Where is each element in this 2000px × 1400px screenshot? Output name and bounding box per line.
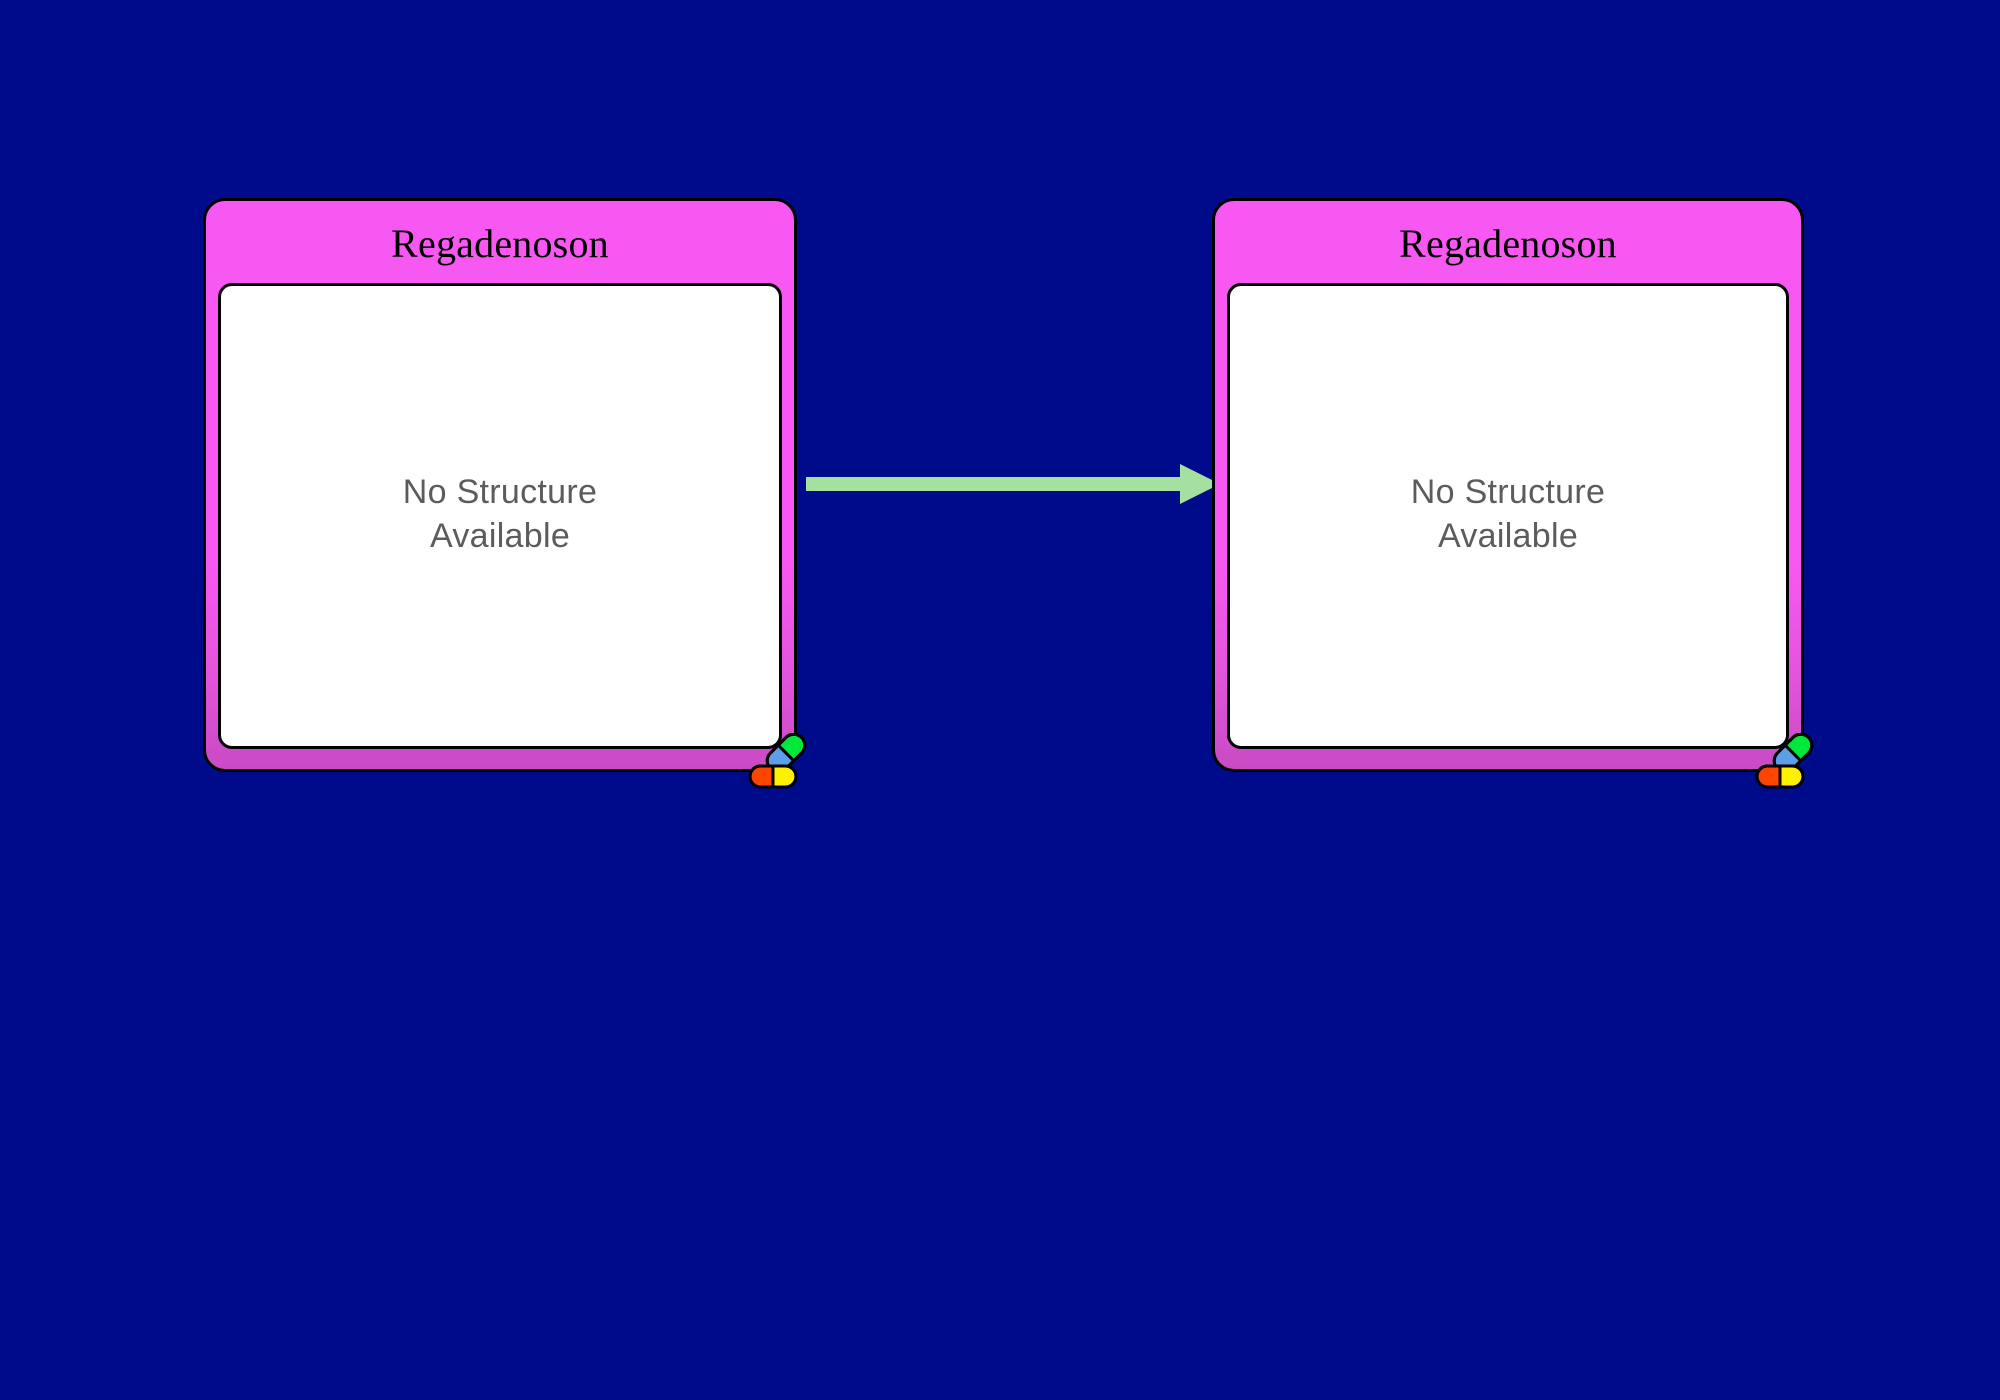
placeholder-line-2: Available — [429, 517, 571, 556]
compound-card-1[interactable]: Regadenoson No Structure Available — [203, 198, 807, 789]
compound-card-1-structure-area: No Structure Available — [218, 283, 782, 749]
no-structure-placeholder-2: No Structure Available — [1230, 470, 1786, 558]
compound-card-2-title: Regadenoson — [1399, 221, 1617, 266]
compound-card-1-title: Regadenoson — [391, 221, 609, 266]
drug-pills-icon[interactable] — [746, 733, 810, 791]
placeholder-line-1: No Structure — [1410, 473, 1606, 512]
placeholder-line-2: Available — [1437, 517, 1579, 556]
compound-card-2[interactable]: Regadenoson No Structure Available — [1212, 198, 1814, 789]
drug-pills-icon[interactable] — [1753, 733, 1817, 791]
reaction-arrow[interactable] — [806, 460, 1220, 508]
placeholder-line-1: No Structure — [402, 473, 598, 512]
compound-card-2-structure-area: No Structure Available — [1227, 283, 1789, 749]
no-structure-placeholder-1: No Structure Available — [221, 470, 779, 558]
